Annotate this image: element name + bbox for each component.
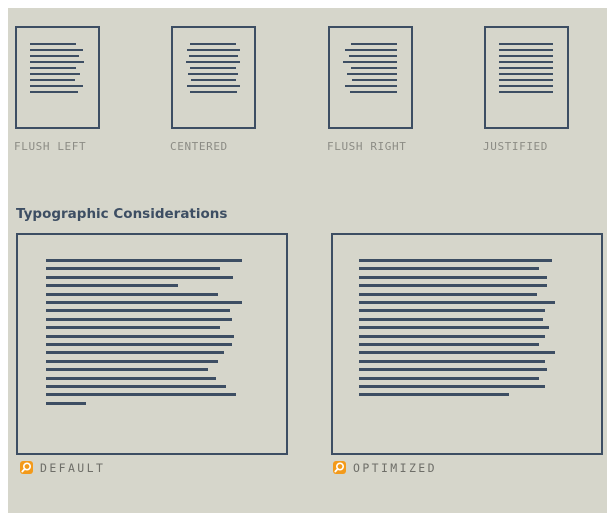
sample-text-line (359, 317, 543, 321)
thumbnail-text-line (499, 49, 554, 51)
justified-label: JUSTIFIED (483, 140, 549, 153)
centered-thumbnail[interactable] (171, 26, 256, 129)
sample-text-line (46, 376, 216, 380)
sample-text-line (359, 326, 549, 330)
thumbnail-text-line (30, 61, 85, 63)
thumbnail-text-line (30, 43, 77, 45)
thumbnail-text-line (347, 73, 398, 75)
sample-text-line (359, 393, 509, 397)
thumbnail-text-line (499, 79, 554, 81)
thumbnail-text-line (190, 67, 237, 69)
thumbnail-text-line (30, 55, 80, 57)
sample-text-line (46, 259, 242, 262)
sample-text-line (359, 284, 547, 288)
thumbnail-text-line (188, 55, 238, 57)
centered-label: CENTERED (170, 140, 228, 153)
thumbnail-text-line (343, 61, 398, 63)
thumbnail-text-line (499, 61, 554, 63)
thumbnail-text-line (30, 79, 76, 81)
sample-text-line (46, 393, 236, 397)
sample-text-line (359, 259, 552, 262)
sample-text-line (359, 334, 545, 338)
sample-text-line (46, 385, 226, 388)
thumbnail-text-line (499, 85, 554, 87)
thumbnail-text-line (189, 91, 238, 93)
default-label: DEFAULT (40, 460, 106, 475)
flush-right-label: FLUSH RIGHT (327, 140, 407, 153)
thumbnail-text-line (30, 73, 81, 75)
optimized-label: OPTIMIZED (353, 460, 437, 475)
sample-text-line (46, 292, 218, 296)
sample-text-line (359, 385, 545, 388)
flush-left-label: FLUSH LEFT (14, 140, 87, 153)
sample-text-line (359, 267, 539, 271)
thumbnail-text-line (352, 79, 398, 81)
thumbnail-text-line (499, 67, 554, 69)
thumbnail-text-line (351, 43, 398, 45)
thumbnail-text-line (186, 61, 241, 63)
thumbnail-text-line (344, 85, 398, 87)
sample-text-line (359, 368, 547, 372)
thumbnail-text-line (349, 91, 398, 93)
sample-text-line (46, 343, 232, 346)
section-heading: Typographic Considerations (16, 206, 228, 222)
thumbnail-text-line (30, 85, 84, 87)
sample-text-line (46, 284, 178, 288)
sample-text-line (46, 368, 208, 372)
magnifier-icon (20, 461, 33, 474)
sample-text-line (46, 359, 218, 363)
thumbnail-text-line (499, 91, 554, 93)
thumbnail-text-line (499, 73, 554, 75)
sample-text-line (359, 376, 539, 380)
thumbnail-text-line (190, 43, 237, 45)
thumbnail-text-line (186, 49, 240, 51)
sample-text-line (46, 317, 232, 321)
sample-text-line (46, 351, 224, 355)
sample-text-line (46, 275, 233, 279)
sample-text-line (46, 334, 234, 338)
sample-text-line (359, 301, 555, 304)
thumbnail-text-line (30, 91, 78, 93)
sample-text-line (46, 401, 86, 405)
thumbnail-text-line (499, 43, 554, 45)
justified-thumbnail[interactable] (484, 26, 569, 129)
thumbnail-text-line (351, 67, 398, 69)
sample-text-line (359, 292, 537, 296)
thumbnail-text-line (30, 49, 84, 51)
sample-text-line (46, 309, 230, 313)
flush-right-thumbnail[interactable] (328, 26, 413, 129)
default-sample-block (16, 233, 288, 455)
sample-text-line (359, 359, 545, 363)
sample-text-line (359, 343, 539, 346)
magnifier-icon (333, 461, 346, 474)
optimized-sample-block (331, 233, 603, 455)
sample-text-line (359, 275, 547, 279)
default-toggle[interactable]: DEFAULT (19, 460, 105, 475)
thumbnail-text-line (348, 55, 398, 57)
thumbnail-text-line (30, 67, 77, 69)
sample-text-line (46, 326, 220, 330)
typography-panel: FLUSH LEFT CENTERED FLUSH RIGHT JUSTIFIE… (8, 8, 607, 513)
thumbnail-text-line (186, 85, 240, 87)
thumbnail-text-line (190, 79, 236, 81)
sample-text-line (46, 301, 242, 304)
flush-left-thumbnail[interactable] (15, 26, 100, 129)
thumbnail-text-line (344, 49, 398, 51)
optimized-toggle[interactable]: OPTIMIZED (332, 460, 437, 475)
sample-text-line (359, 309, 545, 313)
sample-text-line (359, 351, 555, 355)
thumbnail-text-line (499, 55, 554, 57)
sample-text-line (46, 267, 220, 271)
thumbnail-text-line (188, 73, 239, 75)
